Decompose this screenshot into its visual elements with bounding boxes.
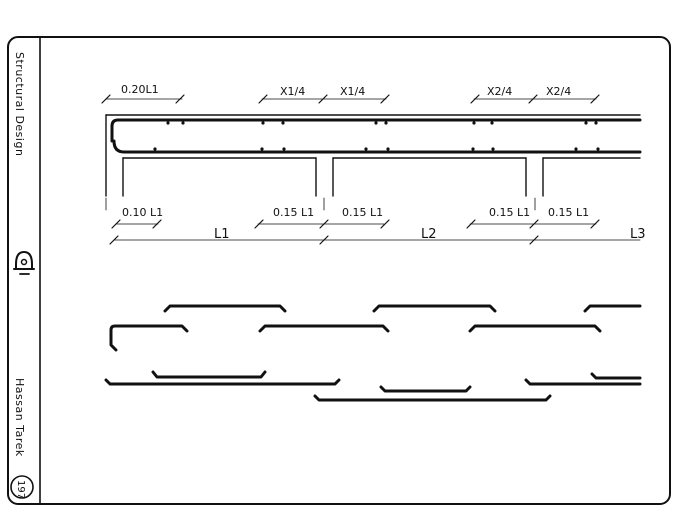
bottom-dim-label-3: 0.15 L1 bbox=[342, 206, 383, 219]
span-label-3: L3 bbox=[630, 227, 646, 242]
sidebar-author: Hassan Tarek bbox=[13, 378, 26, 457]
bottom-dim-label-2: 0.15 L1 bbox=[273, 206, 314, 219]
page-number: 197 bbox=[15, 480, 26, 499]
span-label-1: L1 bbox=[214, 227, 230, 242]
top-dim-label-4: X2/4 bbox=[487, 85, 512, 98]
top-dim-label-1: 0.20L1 bbox=[121, 83, 159, 96]
bottom-extra-bar-1 bbox=[151, 370, 267, 379]
top-bar-cutoff-marks bbox=[166, 121, 598, 125]
top-dimension-line bbox=[101, 94, 600, 104]
top-continuous-bar bbox=[110, 118, 642, 143]
bottom-main-bar-2 bbox=[313, 394, 552, 402]
page-number-circle bbox=[10, 475, 34, 499]
author-logo bbox=[13, 251, 35, 275]
sheet-border bbox=[7, 36, 671, 505]
bottom-dim-label-4: 0.15 L1 bbox=[489, 206, 530, 219]
top-extra-bar-2 bbox=[372, 304, 497, 313]
span-label-2: L2 bbox=[421, 227, 437, 242]
top-dim-label-3: X1/4 bbox=[340, 85, 365, 98]
bottom-main-bar-3 bbox=[524, 378, 642, 386]
span-dimension-line bbox=[109, 235, 641, 245]
end-hooked-bar bbox=[109, 324, 189, 352]
top-extra-bar-1 bbox=[163, 304, 287, 313]
sidebar-title: Structural Design bbox=[13, 52, 26, 156]
bar-bending-schedule bbox=[104, 304, 642, 402]
bottom-extra-bar-3 bbox=[590, 372, 642, 380]
bottom-extra-bar-2 bbox=[379, 385, 472, 393]
top-extra-bar-3 bbox=[583, 304, 642, 313]
bottom-bar-cutoff-marks bbox=[153, 147, 600, 151]
bottom-continuous-bar bbox=[112, 139, 642, 154]
bottom-dim-label-1: 0.10 L1 bbox=[122, 206, 163, 219]
bottom-main-bar-1 bbox=[104, 378, 341, 386]
bottom-dimension-line bbox=[105, 197, 600, 229]
top-support-bar-2 bbox=[468, 324, 602, 333]
bottom-dim-label-5: 0.15 L1 bbox=[548, 206, 589, 219]
beam-elevation bbox=[105, 114, 642, 197]
top-dim-label-5: X2/4 bbox=[546, 85, 571, 98]
top-dim-label-2: X1/4 bbox=[280, 85, 305, 98]
top-support-bar-1 bbox=[258, 324, 390, 333]
